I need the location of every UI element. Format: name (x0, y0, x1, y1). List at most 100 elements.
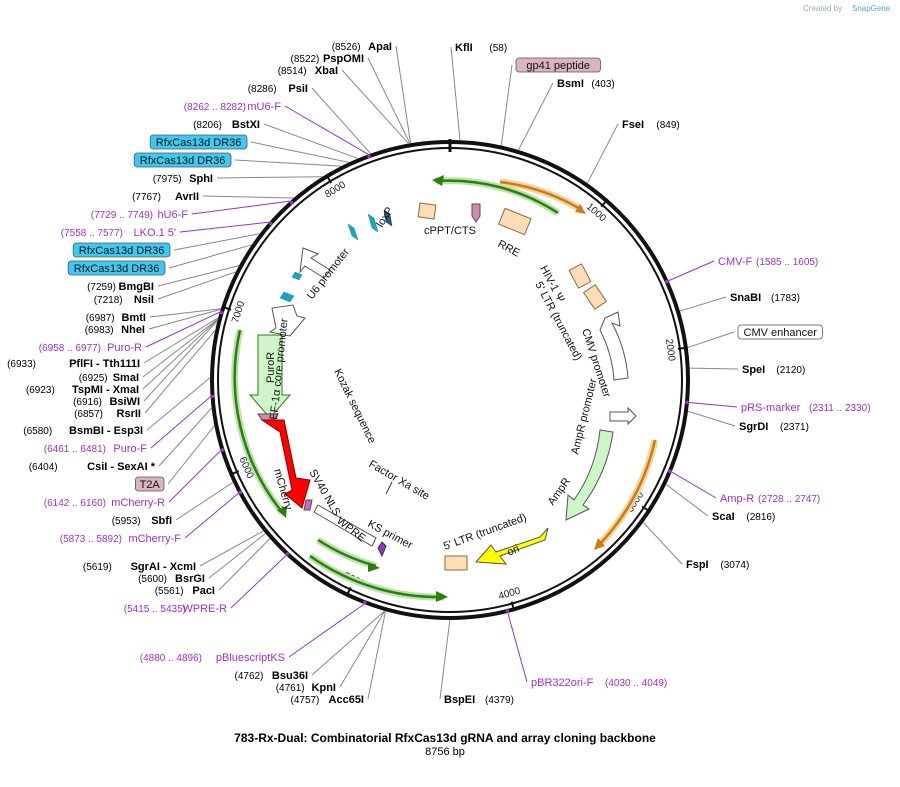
site-label-sbfi[interactable]: SbfI(5953) (112, 515, 172, 527)
site-label-hu6-f[interactable]: hU6-F(7729 .. 7749) (91, 209, 189, 221)
site-name: PflFI - Tth111I (69, 358, 140, 370)
site-label-bsu36i[interactable]: Bsu36I(4762) (234, 670, 308, 682)
site-name: SgrAI - XcmI (131, 561, 196, 573)
site-name: CsiI - SexAI * (87, 461, 156, 473)
site-label-fspi[interactable]: FspI(3074) (686, 559, 749, 571)
site-label-gp41-peptide[interactable]: gp41 peptide (515, 57, 601, 73)
site-position: (5953) (112, 516, 141, 527)
site-label-pspomi[interactable]: PspOMI (8522) (290, 53, 364, 65)
site-label-mu6-f[interactable]: mU6-F(8262 .. 8282) (184, 101, 282, 113)
site-label-csii-sexai-[interactable]: CsiI - SexAI * (6404) (29, 461, 156, 473)
site-label-xbai[interactable]: XbaI(8514) (278, 65, 338, 77)
site-label-paci[interactable]: PacI(5561) (155, 585, 215, 597)
site-label-rfxcas13d-dr36[interactable]: RfxCas13d DR36 (72, 242, 171, 258)
site-label-bsmi[interactable]: BsmI(403) (557, 78, 615, 90)
site-position: (5873 .. 5892) (60, 534, 122, 545)
site-label-smai[interactable]: SmaI(6925) (79, 372, 139, 384)
site-label-nsii[interactable]: NsiI(7218) (94, 294, 154, 306)
site-name: Amp-R (720, 493, 754, 505)
site-label-pflfi-tth111i[interactable]: PflFI - Tth111I(6933) (7, 358, 140, 370)
site-name: BsiWI (109, 396, 140, 408)
site-position: (3074) (720, 560, 749, 571)
site-position: (7729 .. 7749) (91, 210, 153, 221)
site-label-rfxcas13d-dr36[interactable]: RfxCas13d DR36 (67, 260, 166, 276)
site-label-bsrgi[interactable]: BsrGI(5600) (138, 573, 205, 585)
site-label-tspmi-xmai[interactable]: TspMI - XmaI(6923) (26, 384, 139, 396)
site-label-sgrai-xcmi[interactable]: SgrAI - XcmI(5619) (83, 561, 196, 573)
3-ltr-truncated-box (444, 555, 468, 571)
site-position: (8522) (290, 54, 319, 65)
scale-tick (229, 470, 240, 476)
leader-line (341, 69, 409, 144)
site-label-bsiwi[interactable]: BsiWI(6916) (73, 396, 140, 408)
label-cppt-cts: cPPT/CTS (424, 225, 476, 237)
site-label-pbr322ori-f[interactable]: pBR322ori-F(4030 .. 4049) (531, 677, 667, 689)
leader-line (179, 221, 270, 233)
primer-site-mark (268, 221, 273, 226)
leader-line (367, 57, 411, 144)
site-label-fsei[interactable]: FseI(849) (622, 119, 680, 131)
site-label-spei[interactable]: SpeI(2120) (742, 364, 805, 376)
site-label-mcherry-f[interactable]: mCherry-F(5873 .. 5892) (60, 533, 182, 545)
gp41-peptide-marker (471, 203, 481, 223)
rre-box (497, 207, 532, 236)
ampr-orange-arc (597, 439, 657, 547)
site-label-acc65i[interactable]: Acc65I(4757) (290, 694, 364, 706)
site-label-puro-f[interactable]: Puro-F(6461 .. 6481) (44, 443, 148, 455)
leader-line (250, 141, 349, 163)
site-label-bmti[interactable]: BmtI(6987) (86, 312, 146, 324)
site-label-rfxcas13d-dr36[interactable]: RfxCas13d DR36 (133, 152, 232, 168)
site-label-bsmbi-esp3i[interactable]: BsmBI - Esp3I(6580) (23, 425, 143, 437)
site-position: (6404) (29, 462, 58, 473)
site-position: (7558 .. 7577) (61, 228, 123, 239)
leader-line (450, 46, 461, 141)
site-label-kpni[interactable]: KpnI(4761) (276, 682, 336, 694)
site-label-bmgbi[interactable]: BmgBI(7259) (87, 281, 154, 293)
site-label-wpre-r[interactable]: WPRE-R(5415 .. 5435) (124, 603, 227, 615)
site-label-rfxcas13d-dr36[interactable]: RfxCas13d DR36 (149, 134, 248, 150)
site-label-snabi[interactable]: SnaBI(1783) (730, 292, 800, 304)
site-label-puro-r[interactable]: Puro-R(6958 .. 6977) (39, 342, 142, 354)
site-label-apai[interactable]: ApaI(8526) (332, 41, 392, 53)
site-name: ScaI (712, 511, 735, 523)
feature-tag-name: gp41 peptide (526, 60, 590, 72)
rre-orange-arrowhead (575, 204, 586, 214)
ampr-promoter-arrow (609, 406, 637, 426)
site-label-bspei[interactable]: BspEI(4379) (444, 694, 514, 706)
site-label-cmv-f[interactable]: CMV-F(1585 .. 1605) (718, 256, 818, 268)
site-label-avrii[interactable]: AvrII(7767) (132, 191, 199, 203)
leader-line (148, 308, 221, 330)
site-position: (8526) (332, 42, 361, 53)
leader-line (500, 64, 513, 146)
site-position: (4761) (276, 683, 305, 694)
site-label-sphi[interactable]: SphI(7975) (153, 173, 213, 185)
site-label-psii[interactable]: PsiI(8286) (248, 83, 308, 95)
site-label-amp-r[interactable]: Amp-R(2728 .. 2747) (720, 493, 820, 505)
primer-site-mark (668, 469, 672, 473)
site-label-mcherry-r[interactable]: mCherry-R(6142 .. 6160) (44, 497, 165, 509)
label-ks-primer: KS primer (366, 518, 415, 552)
site-label-pbluescriptks[interactable]: pBluescriptKS(4880 .. 4896) (140, 652, 285, 664)
site-label-cmv-enhancer[interactable]: CMV enhancer (737, 324, 823, 340)
ef1a-promoter-arrow (268, 304, 306, 337)
site-label-rsrii[interactable]: RsrII(6857) (74, 408, 141, 420)
site-position: (6987) (86, 313, 115, 324)
site-label-nhei[interactable]: NheI(6983) (85, 324, 145, 336)
site-label-bstxi[interactable]: BstXI(8206) (193, 119, 260, 131)
hiv-psi-box (568, 263, 592, 289)
leader-line (146, 377, 211, 431)
leader-line (234, 159, 342, 167)
site-label-sgrdi[interactable]: SgrDI(2371) (739, 421, 809, 433)
leader-line (339, 610, 386, 688)
site-label-t2a[interactable]: T2A (134, 476, 165, 492)
site-name: PspOMI (323, 53, 364, 65)
label-puror: PuroR (265, 352, 277, 383)
site-label-prs-marker[interactable]: pRS-marker(2311 .. 2330) (741, 402, 871, 414)
site-label-lko-1-5-[interactable]: LKO.1 5'(7558 .. 7577) (61, 227, 176, 239)
leader-line (395, 45, 412, 144)
scale-tick (325, 173, 333, 184)
primer-site-mark (285, 552, 290, 556)
site-name: BmgBI (119, 281, 154, 293)
site-label-scai[interactable]: ScaI(2816) (712, 511, 775, 523)
site-label-kfli[interactable]: KflI(58) (455, 42, 507, 54)
